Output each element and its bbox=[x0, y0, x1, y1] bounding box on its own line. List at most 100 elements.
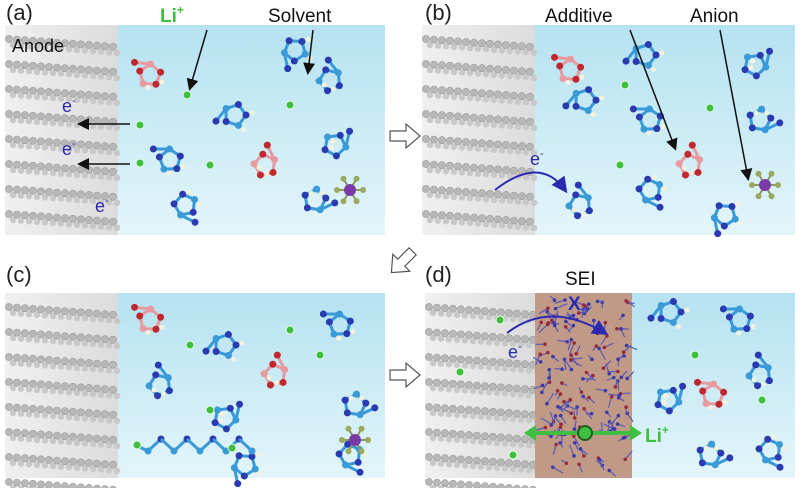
atom bbox=[741, 66, 749, 74]
sei-network bbox=[532, 295, 638, 477]
carbon-atom bbox=[73, 314, 81, 321]
carbon-atom bbox=[21, 429, 29, 438]
carbon-atom bbox=[526, 217, 534, 226]
hydrogen-atom bbox=[748, 65, 754, 71]
carbon-atom bbox=[9, 66, 17, 74]
carbon-atom bbox=[49, 412, 57, 420]
electron-label: e- bbox=[62, 138, 76, 159]
carbon-atom bbox=[505, 384, 513, 392]
carbon-atom bbox=[485, 314, 493, 321]
molecule bbox=[565, 181, 593, 220]
carbon-atom bbox=[489, 407, 497, 416]
carbon-atom bbox=[425, 328, 433, 336]
carbon-atom bbox=[518, 142, 526, 151]
molecules bbox=[131, 303, 379, 488]
sei-bond bbox=[583, 408, 593, 419]
carbon-atom bbox=[113, 99, 121, 107]
carbon-atom bbox=[450, 193, 458, 200]
carbon-atom bbox=[442, 218, 450, 225]
carbon-atom bbox=[482, 196, 490, 203]
carbon-atom bbox=[453, 461, 461, 468]
carbon-atom bbox=[526, 117, 534, 126]
carbon-atom bbox=[446, 36, 454, 45]
atom bbox=[139, 325, 147, 333]
sei-atom bbox=[578, 447, 583, 451]
atom bbox=[250, 160, 258, 168]
atom bbox=[166, 145, 174, 153]
hydrogen-atom bbox=[737, 220, 743, 226]
carbon-atom bbox=[105, 124, 113, 131]
atom bbox=[572, 191, 580, 199]
carbon-atom bbox=[101, 485, 109, 488]
carbon-atom bbox=[478, 189, 486, 198]
carbon-atom bbox=[57, 70, 65, 77]
sei-bond bbox=[608, 393, 620, 396]
atom bbox=[644, 41, 652, 49]
carbon-atom bbox=[490, 221, 498, 228]
carbon-atom bbox=[53, 481, 61, 488]
carbon-atom bbox=[57, 195, 65, 202]
carbon-atom bbox=[61, 382, 69, 391]
atom bbox=[654, 401, 662, 409]
carbon-atom bbox=[69, 307, 77, 316]
carbon-atom bbox=[97, 441, 105, 448]
carbon-atom bbox=[33, 218, 41, 225]
carbon-atom bbox=[517, 366, 525, 373]
carbon-atom bbox=[477, 313, 485, 320]
atom bbox=[349, 434, 361, 446]
carbon-atom bbox=[41, 194, 49, 201]
sei-atom bbox=[572, 427, 577, 431]
carbon-atom bbox=[442, 118, 450, 125]
carbon-atom bbox=[97, 366, 105, 373]
carbon-atom bbox=[73, 146, 81, 153]
carbon-atom bbox=[453, 311, 461, 318]
sei-atom bbox=[574, 351, 579, 356]
carbon-atom bbox=[482, 46, 490, 53]
sei-layer bbox=[535, 293, 632, 478]
electrolyte-region bbox=[118, 25, 385, 235]
atom bbox=[345, 425, 352, 432]
carbon-atom bbox=[517, 391, 525, 398]
atom bbox=[324, 87, 332, 95]
carbon-atom bbox=[429, 334, 437, 342]
carbon-atom bbox=[426, 216, 434, 224]
carbon-atom bbox=[462, 88, 470, 96]
carbon-atom bbox=[526, 142, 534, 151]
carbon-atom bbox=[97, 341, 105, 348]
carbon-atom bbox=[17, 67, 25, 74]
carbon-atom bbox=[65, 414, 73, 421]
carbon-atom bbox=[482, 121, 490, 128]
carbon-atom bbox=[502, 191, 510, 199]
sei-atom bbox=[572, 416, 577, 420]
sei-atom bbox=[572, 440, 577, 445]
hydrogen-atom bbox=[256, 165, 262, 171]
atom bbox=[776, 119, 784, 127]
atom bbox=[774, 453, 782, 461]
atom bbox=[754, 382, 762, 390]
atom bbox=[754, 351, 762, 359]
atom bbox=[585, 86, 593, 94]
atom bbox=[748, 124, 756, 132]
hydrogen-atom bbox=[753, 110, 759, 116]
carbon-atom bbox=[97, 416, 105, 423]
carbon-atom bbox=[53, 331, 61, 340]
step-arrow-b-to-c bbox=[390, 247, 417, 274]
carbon-atom bbox=[49, 119, 57, 127]
carbon-atom bbox=[25, 168, 33, 175]
carbon-atom bbox=[462, 163, 470, 171]
carbon-atom bbox=[109, 192, 117, 201]
carbon-atom bbox=[101, 92, 109, 101]
carbon-atom bbox=[41, 119, 49, 126]
carbon-atom bbox=[514, 98, 522, 105]
carbon-atom bbox=[17, 142, 25, 149]
carbon-atom bbox=[77, 215, 85, 224]
carbon-atom bbox=[450, 68, 458, 76]
sei-atom bbox=[607, 468, 612, 473]
carbon-atom bbox=[21, 354, 29, 363]
carbon-atom bbox=[25, 43, 33, 50]
carbon-atom bbox=[41, 94, 49, 101]
carbon-atom bbox=[482, 171, 490, 178]
atom bbox=[635, 113, 643, 121]
carbon-atom bbox=[105, 467, 113, 474]
carbon-atom bbox=[61, 457, 69, 466]
